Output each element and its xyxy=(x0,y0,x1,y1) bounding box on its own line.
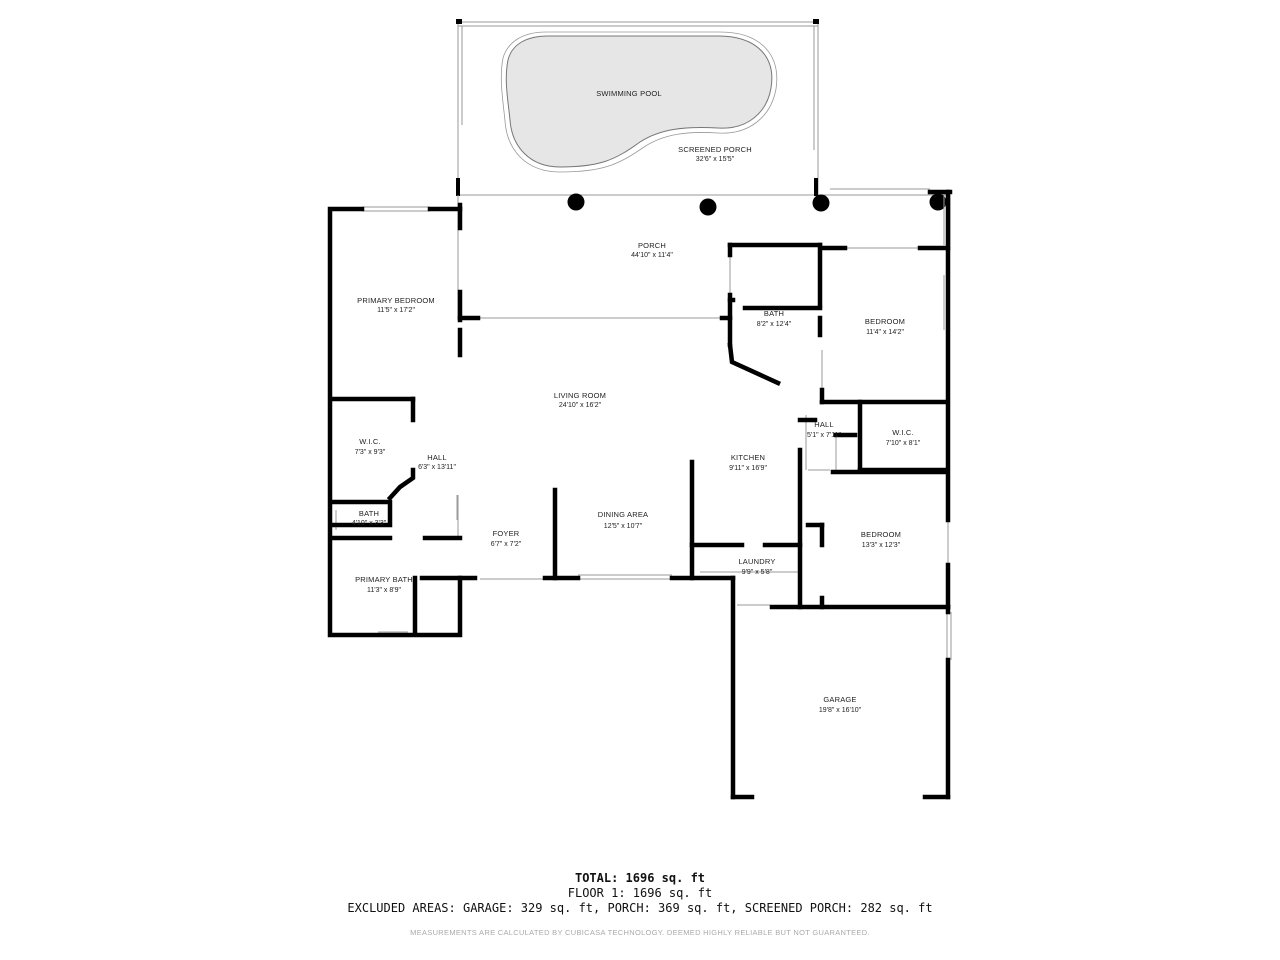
room-name-swimming-pool: SWIMMING POOL xyxy=(596,89,662,98)
room-name-laundry: LAUNDRY xyxy=(738,557,775,566)
room-name-wic-west: W.I.C. xyxy=(359,437,381,446)
room-dim-screened-porch: 32'6" x 15'5" xyxy=(696,156,735,163)
room-dim-bedroom-ne: 11'4" x 14'2" xyxy=(866,329,904,336)
room-name-hall-east: HALL xyxy=(814,420,834,429)
room-name-primary-bath: PRIMARY BATH xyxy=(355,575,413,584)
room-name-wic-east: W.I.C. xyxy=(892,428,914,437)
room-name-dining-area: DINING AREA xyxy=(598,510,649,519)
room-name-primary-bedroom: PRIMARY BEDROOM xyxy=(357,296,435,305)
room-dim-kitchen: 9'11" x 16'9" xyxy=(729,465,767,472)
room-dim-garage: 19'8" x 16'10" xyxy=(819,707,862,714)
room-dim-wic-west: 7'3" x 9'3" xyxy=(355,449,386,456)
room-name-bedroom-se: BEDROOM xyxy=(861,530,901,539)
room-dim-dining-area: 12'5" x 10'7" xyxy=(604,523,643,530)
room-name-screened-porch: SCREENED PORCH xyxy=(678,145,752,154)
room-dim-hall-east: 5'1" x 7'11" xyxy=(807,432,841,439)
floor-1-area: FLOOR 1: 1696 sq. ft xyxy=(567,886,713,900)
room-name-kitchen: KITCHEN xyxy=(731,453,765,462)
porch-columns xyxy=(567,193,947,216)
room-dim-bath-west: 4'10" x 3'3" xyxy=(352,520,387,527)
total-area: TOTAL: 1696 sq. ft xyxy=(574,871,706,885)
room-labels: SWIMMING POOL SCREENED PORCH 32'6" x 15'… xyxy=(352,89,921,714)
measurement-disclaimer: MEASUREMENTS ARE CALCULATED BY CUBICASA … xyxy=(410,928,870,937)
room-dim-primary-bedroom: 11'5" x 17'2" xyxy=(377,307,415,314)
room-dim-living-room: 24'10" x 16'2" xyxy=(559,402,602,409)
room-dim-hall-west: 6'3" x 13'11" xyxy=(418,464,456,471)
room-name-bedroom-ne: BEDROOM xyxy=(865,317,905,326)
swimming-pool-shape xyxy=(505,35,773,168)
room-name-porch: PORCH xyxy=(638,241,666,250)
room-name-foyer: FOYER xyxy=(493,529,520,538)
room-dim-bedroom-se: 13'3" x 12'3" xyxy=(862,542,901,549)
room-name-garage: GARAGE xyxy=(823,695,856,704)
room-name-hall-west: HALL xyxy=(427,453,447,462)
screened-porch-outline xyxy=(457,21,950,196)
swimming-pool-coping xyxy=(500,31,778,173)
walls xyxy=(327,189,953,800)
room-dim-wic-east: 7'10" x 8'1" xyxy=(886,440,921,447)
room-dim-laundry: 9'9" x 5'8" xyxy=(742,569,773,576)
room-dim-foyer: 6'7" x 7'2" xyxy=(491,541,522,548)
room-name-bath-west: BATH xyxy=(359,509,379,518)
room-dim-bath-east: 8'2" x 12'4" xyxy=(757,321,792,328)
room-dim-primary-bath: 11'3" x 8'9" xyxy=(367,587,401,594)
excluded-areas: EXCLUDED AREAS: GARAGE: 329 sq. ft, PORC… xyxy=(347,901,933,915)
room-dim-porch: 44'10" x 11'4" xyxy=(631,252,673,259)
room-name-living-room: LIVING ROOM xyxy=(554,391,606,400)
screened-porch-posts xyxy=(456,19,819,196)
room-name-bath-east: BATH xyxy=(764,309,784,318)
